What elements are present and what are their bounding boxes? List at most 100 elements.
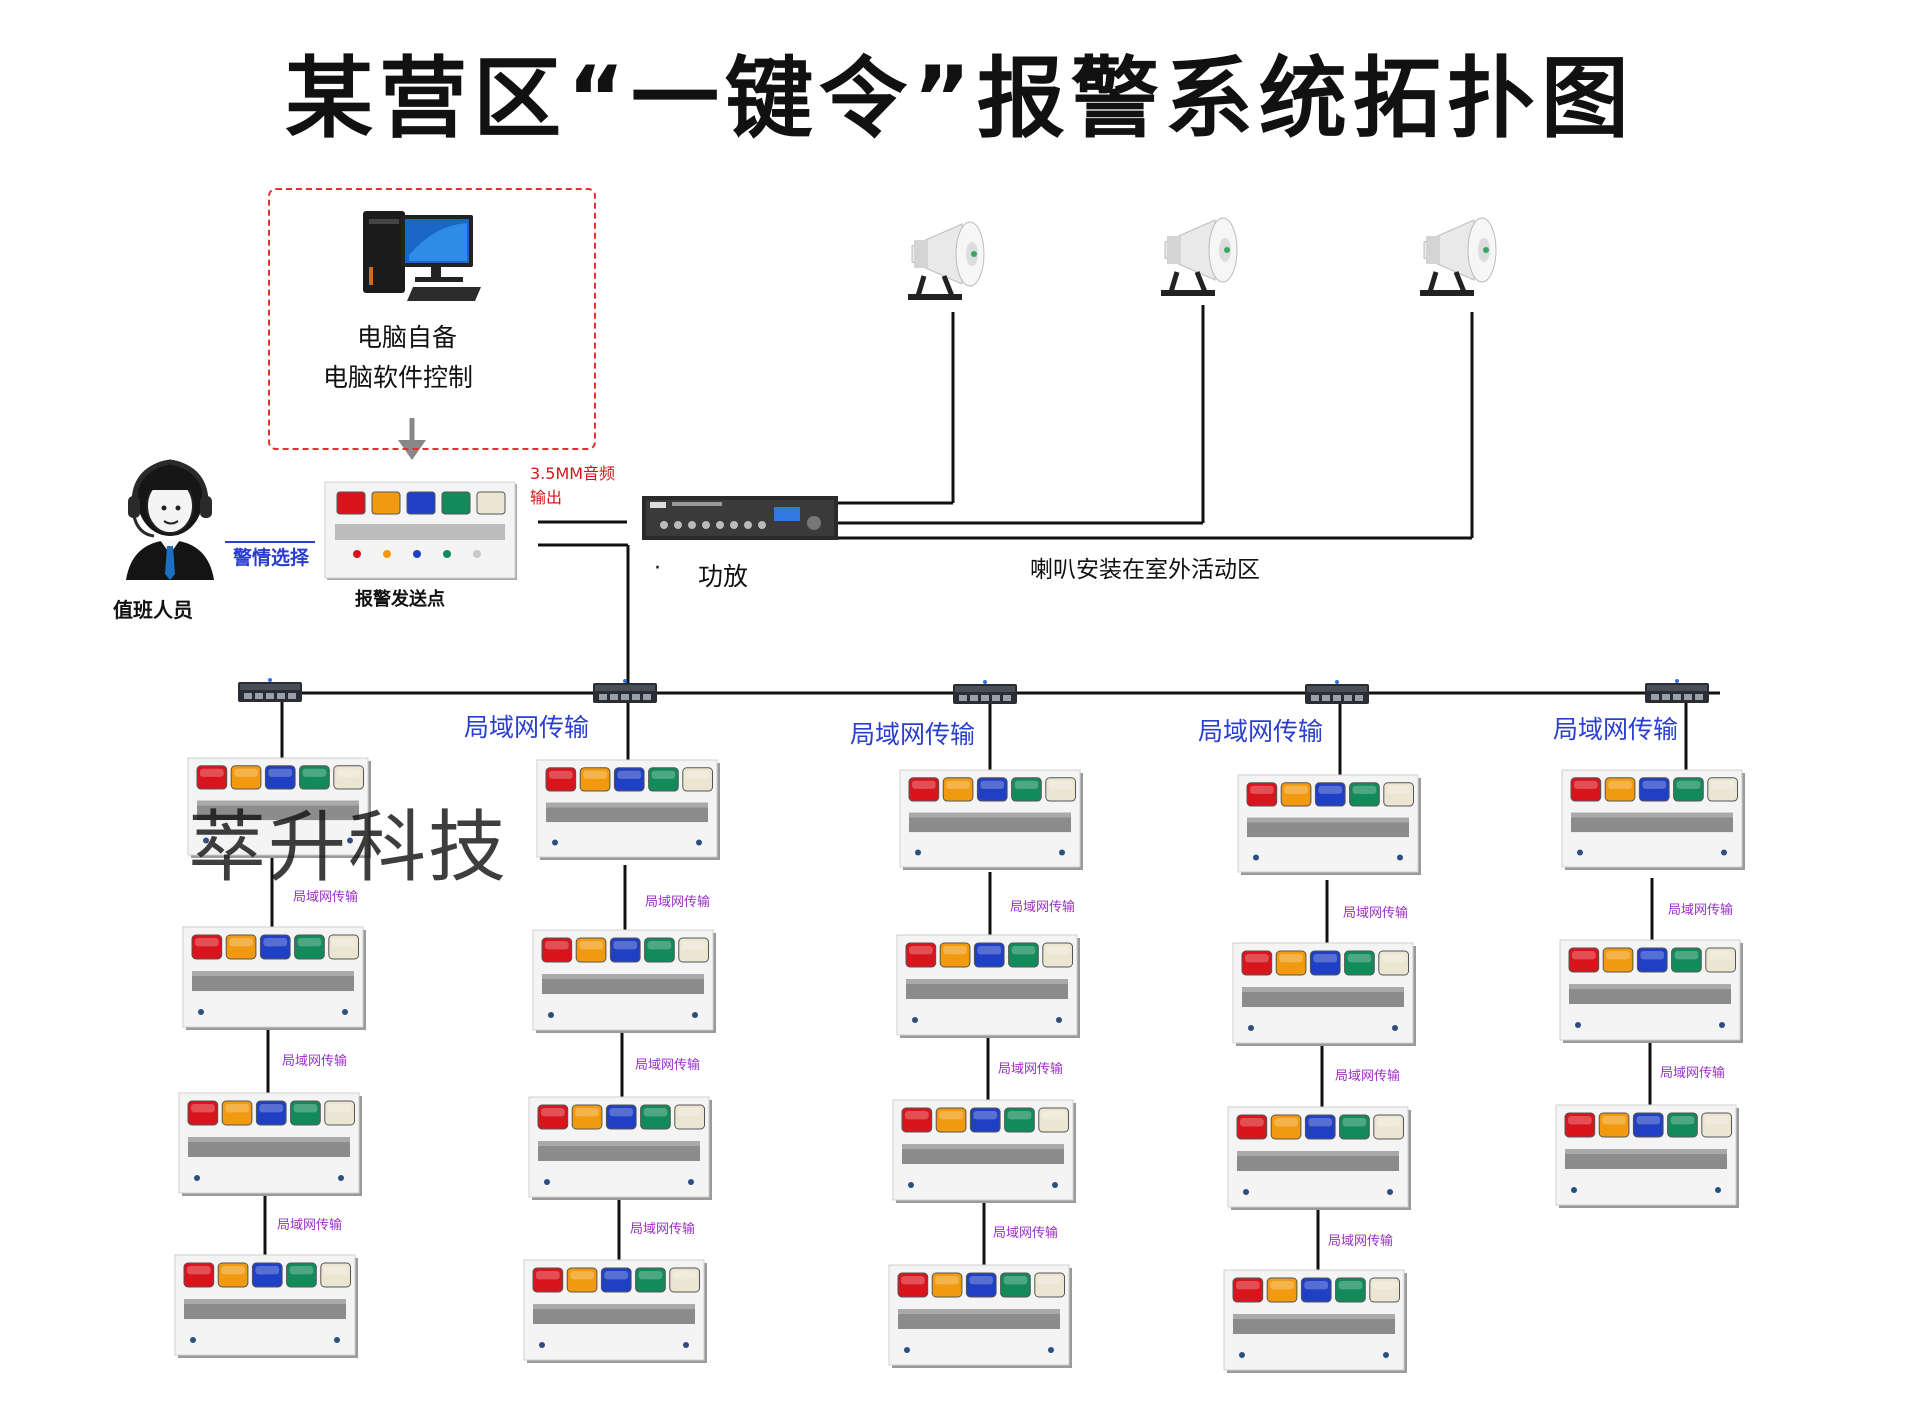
- white-button: [324, 1100, 355, 1126]
- orange-button: [939, 942, 971, 968]
- blue-button: [1632, 1112, 1664, 1138]
- alarm-terminal-c1-r2: [182, 926, 366, 1030]
- horn-speaker-icon: [1161, 217, 1238, 296]
- amplifier-device: [642, 496, 838, 540]
- pc-group-box: [268, 188, 596, 450]
- lan-small-label: 局域网传输: [1668, 903, 1734, 918]
- audio-output-label-1: 3.5MM音频: [530, 464, 616, 483]
- pc-label-line2: 电脑软件控制: [323, 363, 474, 392]
- orange-button: [571, 1104, 603, 1130]
- white-button: [1369, 1277, 1401, 1303]
- orange-button: [931, 1272, 963, 1298]
- network-switch-icon: [1645, 679, 1709, 703]
- horn-speaker-icon: [908, 221, 985, 300]
- orange-button: [225, 934, 257, 960]
- bullet-dot: ·: [654, 556, 661, 581]
- red-button: [187, 1100, 219, 1126]
- lan-label-col2: 局域网传输: [464, 713, 590, 742]
- white-button: [678, 937, 709, 963]
- green-button: [1011, 777, 1042, 802]
- alarm-terminal-c4-r1: [1237, 774, 1421, 875]
- white-button: [1707, 777, 1739, 802]
- lan-small-label: 局域网传输: [277, 1218, 343, 1233]
- alarm-terminal-c2-r3: [528, 1096, 712, 1200]
- lan-small-label: 局域网传输: [282, 1054, 348, 1069]
- orange-button: [1602, 947, 1634, 973]
- orange-button: [1275, 950, 1307, 976]
- red-button: [908, 777, 940, 802]
- orange-button: [579, 767, 611, 792]
- alarm-terminal-c3-r1: [899, 769, 1083, 870]
- alarm-terminal-c4-r2: [1232, 942, 1416, 1046]
- alarm-terminal-c5-r1: [1561, 769, 1745, 870]
- speaker-grille: [1571, 812, 1733, 833]
- red-button: [196, 765, 228, 790]
- lan-small-label: 局域网传输: [1335, 1069, 1401, 1084]
- amplifier-label: 功放: [698, 562, 749, 591]
- red-button: [1564, 1112, 1596, 1138]
- lan-label-col5: 局域网传输: [1553, 715, 1679, 744]
- white-button: [1378, 950, 1410, 976]
- white-button: [333, 765, 364, 790]
- green-button: [294, 934, 325, 960]
- network-switch-icon: [953, 680, 1017, 704]
- alarm-terminal-c3-r2: [896, 934, 1080, 1038]
- white-button: [328, 934, 359, 960]
- orange-button: [217, 1262, 249, 1288]
- orange-button: [566, 1267, 598, 1293]
- speakers-location-label: 喇叭安装在室外活动区: [1030, 557, 1260, 583]
- alarm-terminal-c1-r3: [178, 1092, 362, 1196]
- lan-small-label: 局域网传输: [1010, 900, 1076, 915]
- blue-button: [1638, 777, 1670, 802]
- white-button: [1034, 1272, 1066, 1298]
- speaker-grille: [909, 812, 1071, 833]
- speaker-grille: [197, 800, 359, 821]
- red-button: [1246, 782, 1278, 807]
- lan-small-label: 局域网传输: [1343, 906, 1409, 921]
- blue-button: [255, 1100, 287, 1126]
- lan-small-label: 局域网传输: [998, 1062, 1064, 1077]
- green-button: [1344, 950, 1375, 976]
- lan-small-label: 局域网传输: [293, 890, 359, 905]
- lan-small-label: 局域网传输: [993, 1226, 1059, 1241]
- alarm-terminal-c5-r2: [1559, 939, 1743, 1043]
- alarm-terminal-c4-r3: [1227, 1106, 1411, 1210]
- network-switch-icon: [238, 678, 302, 702]
- operator-avatar-icon: [126, 459, 214, 580]
- red-button: [191, 934, 223, 960]
- blue-button: [1304, 1114, 1336, 1140]
- white-button: [320, 1262, 351, 1288]
- blue-button: [251, 1262, 283, 1288]
- watermark-text: 萃升科技: [188, 803, 509, 893]
- lan-label-col3: 局域网传输: [850, 720, 976, 749]
- green-button: [1335, 1277, 1366, 1303]
- green-button: [290, 1100, 321, 1126]
- green-button: [1671, 947, 1702, 973]
- green-button: [1673, 777, 1704, 802]
- alarm-send-point: [324, 481, 517, 580]
- blue-button: [609, 937, 641, 963]
- green-button: [299, 765, 330, 790]
- blue-button: [605, 1104, 637, 1130]
- orange-button: [221, 1100, 253, 1126]
- blue-button: [969, 1107, 1001, 1133]
- green-button: [1004, 1107, 1035, 1133]
- diagram-title: 某营区“一键令”报警系统拓扑图: [285, 47, 1635, 150]
- red-button: [1232, 1277, 1264, 1303]
- lan-small-label: 局域网传输: [635, 1058, 701, 1073]
- orange-button: [1270, 1114, 1302, 1140]
- red-button: [183, 1262, 215, 1288]
- horn-speaker-icon: [1420, 217, 1497, 296]
- orange-button: [935, 1107, 967, 1133]
- network-switch-icon: [593, 679, 657, 703]
- orange-button: [1280, 782, 1312, 807]
- operator-label: 值班人员: [113, 598, 193, 622]
- alarm-terminal-c2-r1: [536, 759, 720, 860]
- white-button: [682, 767, 713, 792]
- alarm-terminal-c3-r4: [888, 1264, 1072, 1368]
- pc-label-line1: 电脑自备: [357, 323, 458, 352]
- white-button: [1373, 1114, 1405, 1140]
- green-button: [1000, 1272, 1031, 1298]
